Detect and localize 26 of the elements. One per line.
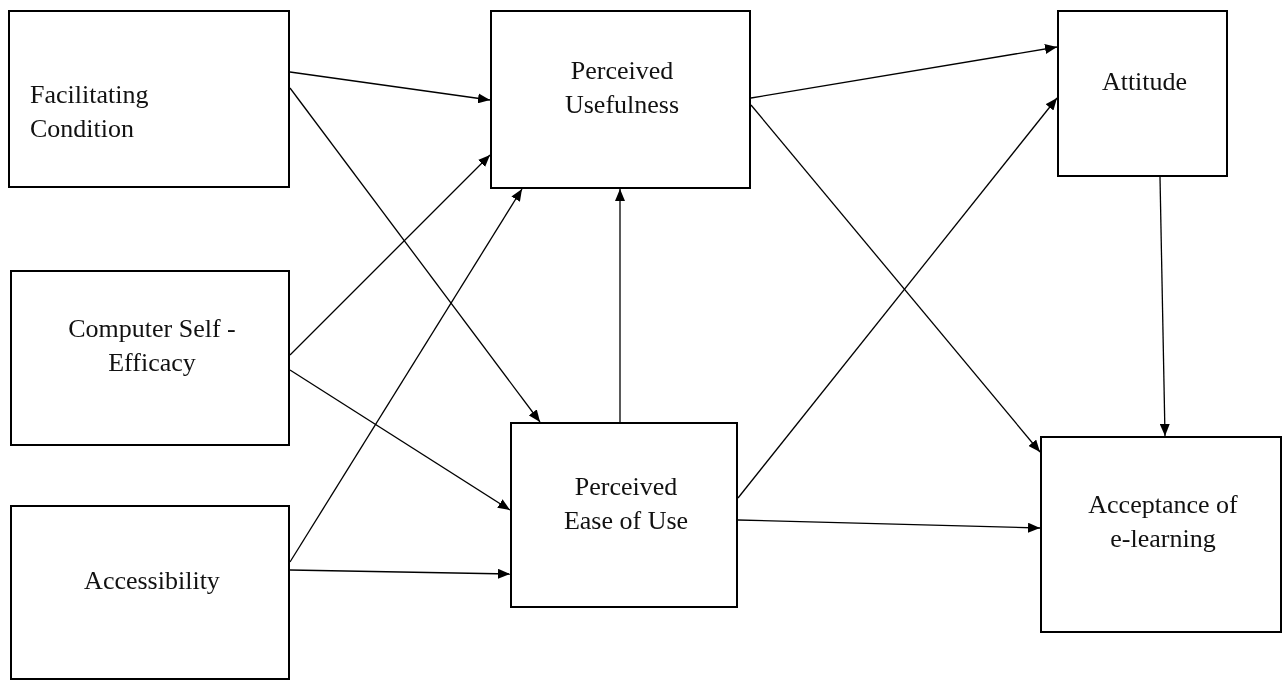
concept-box bbox=[8, 10, 290, 188]
arrow bbox=[737, 97, 1058, 499]
arrow bbox=[289, 188, 523, 563]
arrow bbox=[289, 154, 491, 356]
arrow bbox=[737, 519, 1041, 533]
concept-label: Accessibility bbox=[83, 565, 221, 597]
concept-box bbox=[10, 270, 290, 446]
arrow bbox=[289, 568, 511, 579]
concept-label: Computer Self - Efficacy bbox=[67, 313, 237, 379]
concept-box bbox=[490, 10, 751, 189]
concept-label: Acceptance of e-learning bbox=[1087, 489, 1239, 555]
arrow bbox=[289, 87, 541, 423]
arrow bbox=[289, 71, 491, 104]
arrow bbox=[1159, 176, 1170, 437]
concept-label: Perceived Ease of Use bbox=[562, 471, 690, 537]
arrow bbox=[750, 104, 1041, 453]
concept-box bbox=[510, 422, 738, 608]
arrow bbox=[750, 44, 1058, 99]
arrow bbox=[615, 188, 625, 423]
concept-box bbox=[1040, 436, 1282, 633]
arrow bbox=[289, 369, 511, 511]
concept-box bbox=[10, 505, 290, 680]
concept-label: Attitude bbox=[1100, 66, 1189, 98]
concept-box bbox=[1057, 10, 1228, 177]
concept-label: Facilitating Condition bbox=[30, 79, 150, 145]
concept-label: Perceived Usefulness bbox=[563, 55, 681, 121]
